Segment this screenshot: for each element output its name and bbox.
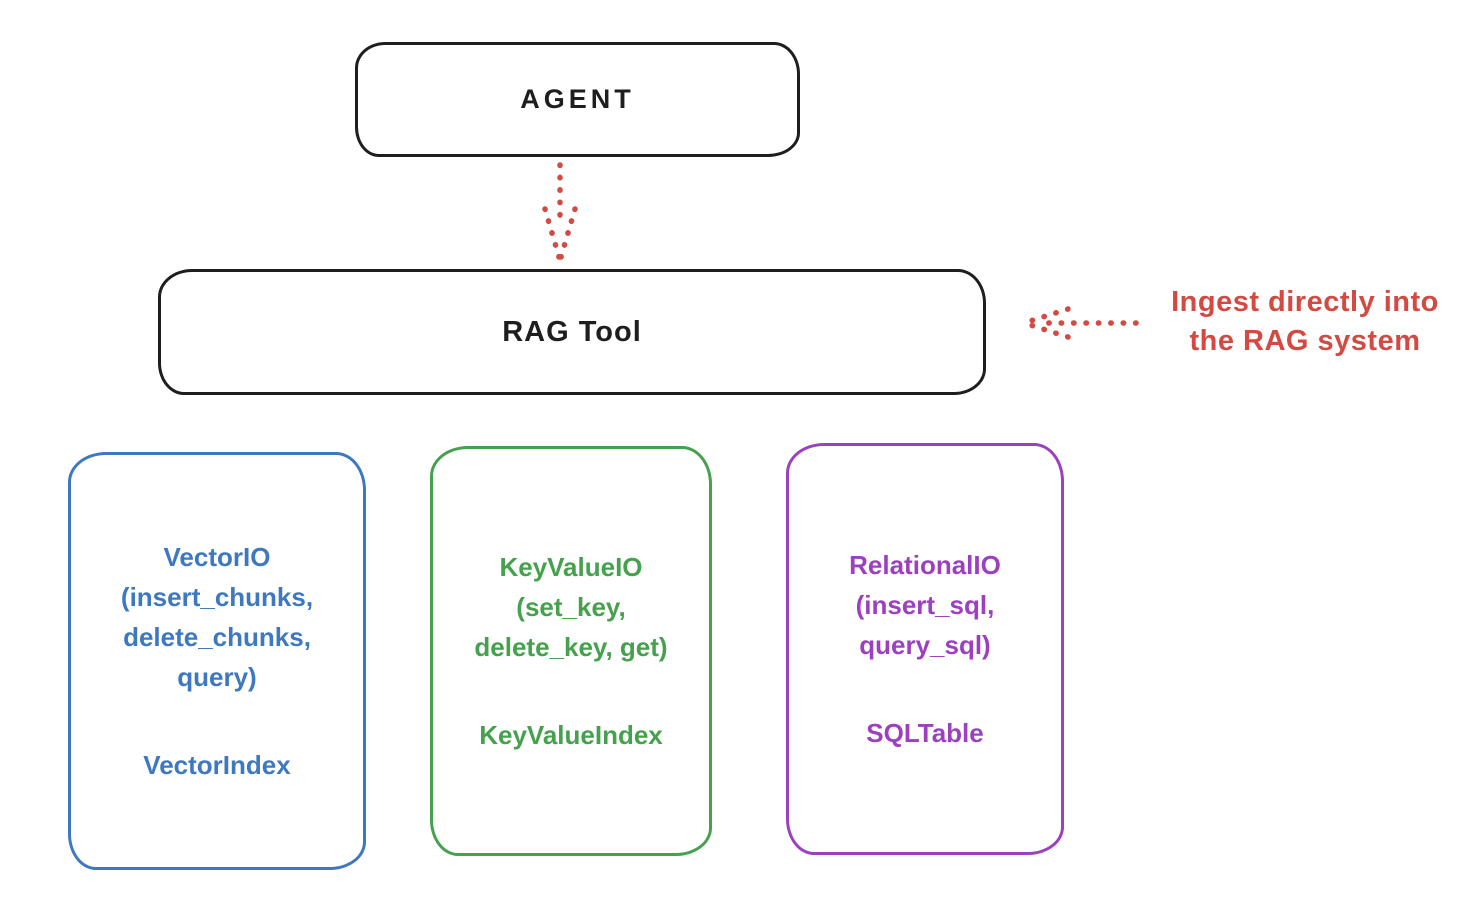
relational-io-title: RelationalIO (849, 550, 1001, 580)
vector-index-label: VectorIndex (143, 750, 291, 780)
relational-io-api-line: query_sql) (859, 630, 991, 660)
sql-table-label: SQLTable (866, 718, 984, 748)
ingest-annotation-line2: the RAG system (1189, 325, 1421, 357)
vector-io-api-line: delete_chunks, (123, 622, 311, 652)
relational-io-api-block: RelationalIO (insert_sql, query_sql) (849, 545, 1001, 665)
agent-node: AGENT (355, 42, 800, 157)
relational-io-api-line: (insert_sql, (855, 590, 995, 620)
rag-tool-label: RAG Tool (502, 315, 642, 348)
keyvalue-io-api-line: (set_key, (516, 592, 626, 622)
vector-io-api-line: (insert_chunks, (120, 582, 314, 612)
vector-io-card: VectorIO (insert_chunks, delete_chunks, … (68, 452, 366, 870)
keyvalue-io-card: KeyValueIO (set_key, delete_key, get) Ke… (430, 446, 712, 856)
ingest-annotation-line1: Ingest directly into (1171, 286, 1439, 318)
keyvalue-io-api-line: delete_key, get) (474, 632, 668, 662)
vector-io-api-line: query) (177, 662, 257, 692)
agent-to-ragtool-arrow-icon (542, 162, 578, 260)
rag-tool-node: RAG Tool (158, 269, 986, 395)
ingest-annotation: Ingest directly into the RAG system (1135, 283, 1475, 361)
vector-io-title: VectorIO (163, 542, 271, 572)
vector-io-api-block: VectorIO (insert_chunks, delete_chunks, … (121, 537, 313, 697)
agent-label: AGENT (520, 84, 635, 114)
keyvalue-index-label: KeyValueIndex (479, 720, 663, 750)
keyvalue-io-api-block: KeyValueIO (set_key, delete_key, get) (474, 547, 667, 667)
ingest-arrow-icon (1021, 306, 1139, 340)
keyvalue-io-title: KeyValueIO (499, 552, 643, 582)
relational-io-card: RelationalIO (insert_sql, query_sql) SQL… (786, 443, 1064, 855)
